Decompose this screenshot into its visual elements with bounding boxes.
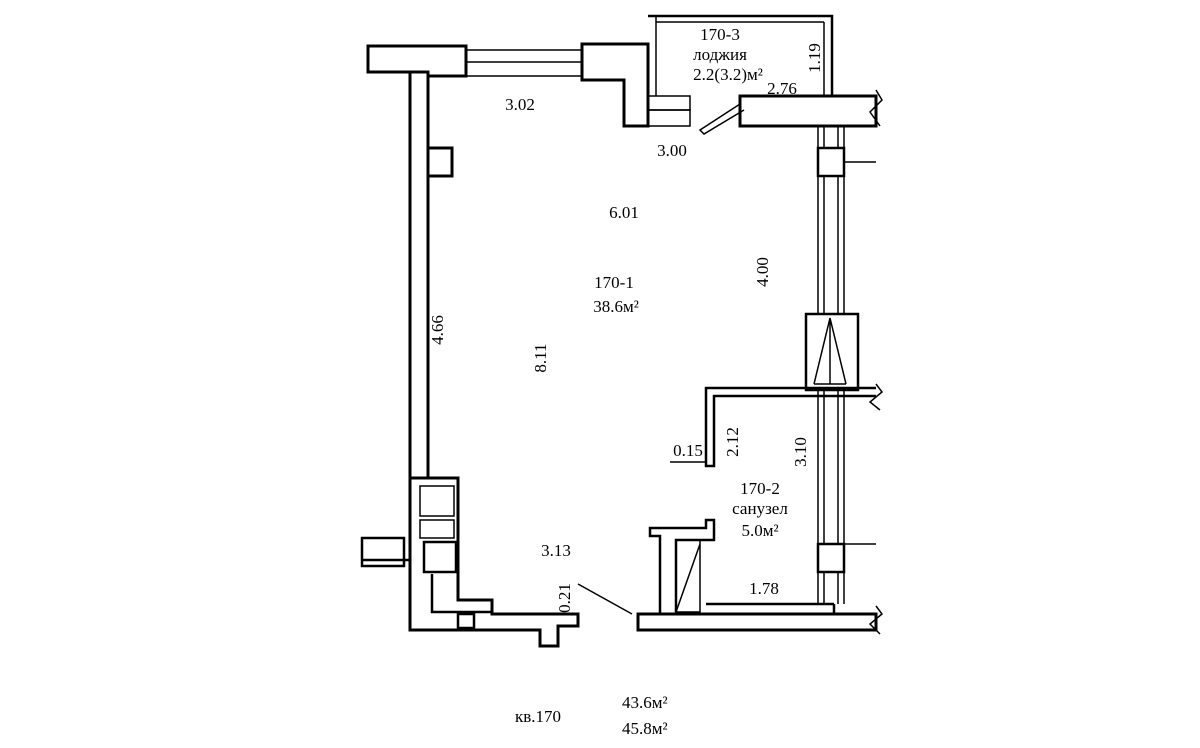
dim-room-depth: 6.01 xyxy=(609,203,639,222)
dim-top-window: 3.02 xyxy=(505,95,535,114)
room-bath-name: санузел xyxy=(732,499,788,518)
top-center-wall xyxy=(580,42,691,128)
room-loggia-label: 170-3 лоджия 2.2(3.2)м² xyxy=(693,25,763,84)
dim-bath-width: 2.12 xyxy=(723,427,742,457)
dim-bath-depth: 3.10 xyxy=(791,437,810,467)
dim-bath-wall: 0.15 xyxy=(673,441,703,460)
left-wall xyxy=(360,44,580,648)
room-bath-label: 170-2 санузел 5.0м² xyxy=(732,479,788,540)
top-window xyxy=(466,49,582,77)
dim-room-length: 8.11 xyxy=(531,343,550,372)
apartment-area-living: 43.6м² xyxy=(622,693,668,712)
bathroom-walls xyxy=(577,383,884,635)
room-main-id: 170-1 xyxy=(594,273,634,292)
dimension-labels: 3.02 3.00 6.01 2.76 3.13 0.15 1.78 1.19 … xyxy=(428,43,824,613)
apartment-label: кв.170 xyxy=(515,707,561,726)
loggia xyxy=(648,14,834,96)
room-loggia-area: 2.2(3.2)м² xyxy=(693,65,763,84)
dim-bottom-small: 0.21 xyxy=(555,583,574,613)
dim-bottom-width: 3.13 xyxy=(541,541,571,560)
room-main-area: 38.6м² xyxy=(593,297,639,316)
room-main-label: 170-1 38.6м² xyxy=(593,273,639,316)
room-bath-id: 170-2 xyxy=(740,479,780,498)
right-wall xyxy=(804,126,876,604)
apartment-summary: кв.170 43.6м² 45.8м² xyxy=(515,693,668,738)
dim-loggia-width: 2.76 xyxy=(767,79,797,98)
dim-loggia-depth: 1.19 xyxy=(805,43,824,73)
dim-top-inner: 3.00 xyxy=(657,141,687,160)
room-loggia-name: лоджия xyxy=(693,45,747,64)
top-right-wall xyxy=(698,89,883,135)
room-loggia-id: 170-3 xyxy=(700,25,740,44)
dim-right-wall: 4.00 xyxy=(753,257,772,287)
room-bath-area: 5.0м² xyxy=(741,521,778,540)
dim-bath-bottom: 1.78 xyxy=(749,579,779,598)
dim-left-wall: 4.66 xyxy=(428,315,447,345)
apartment-area-total: 45.8м² xyxy=(622,719,668,738)
